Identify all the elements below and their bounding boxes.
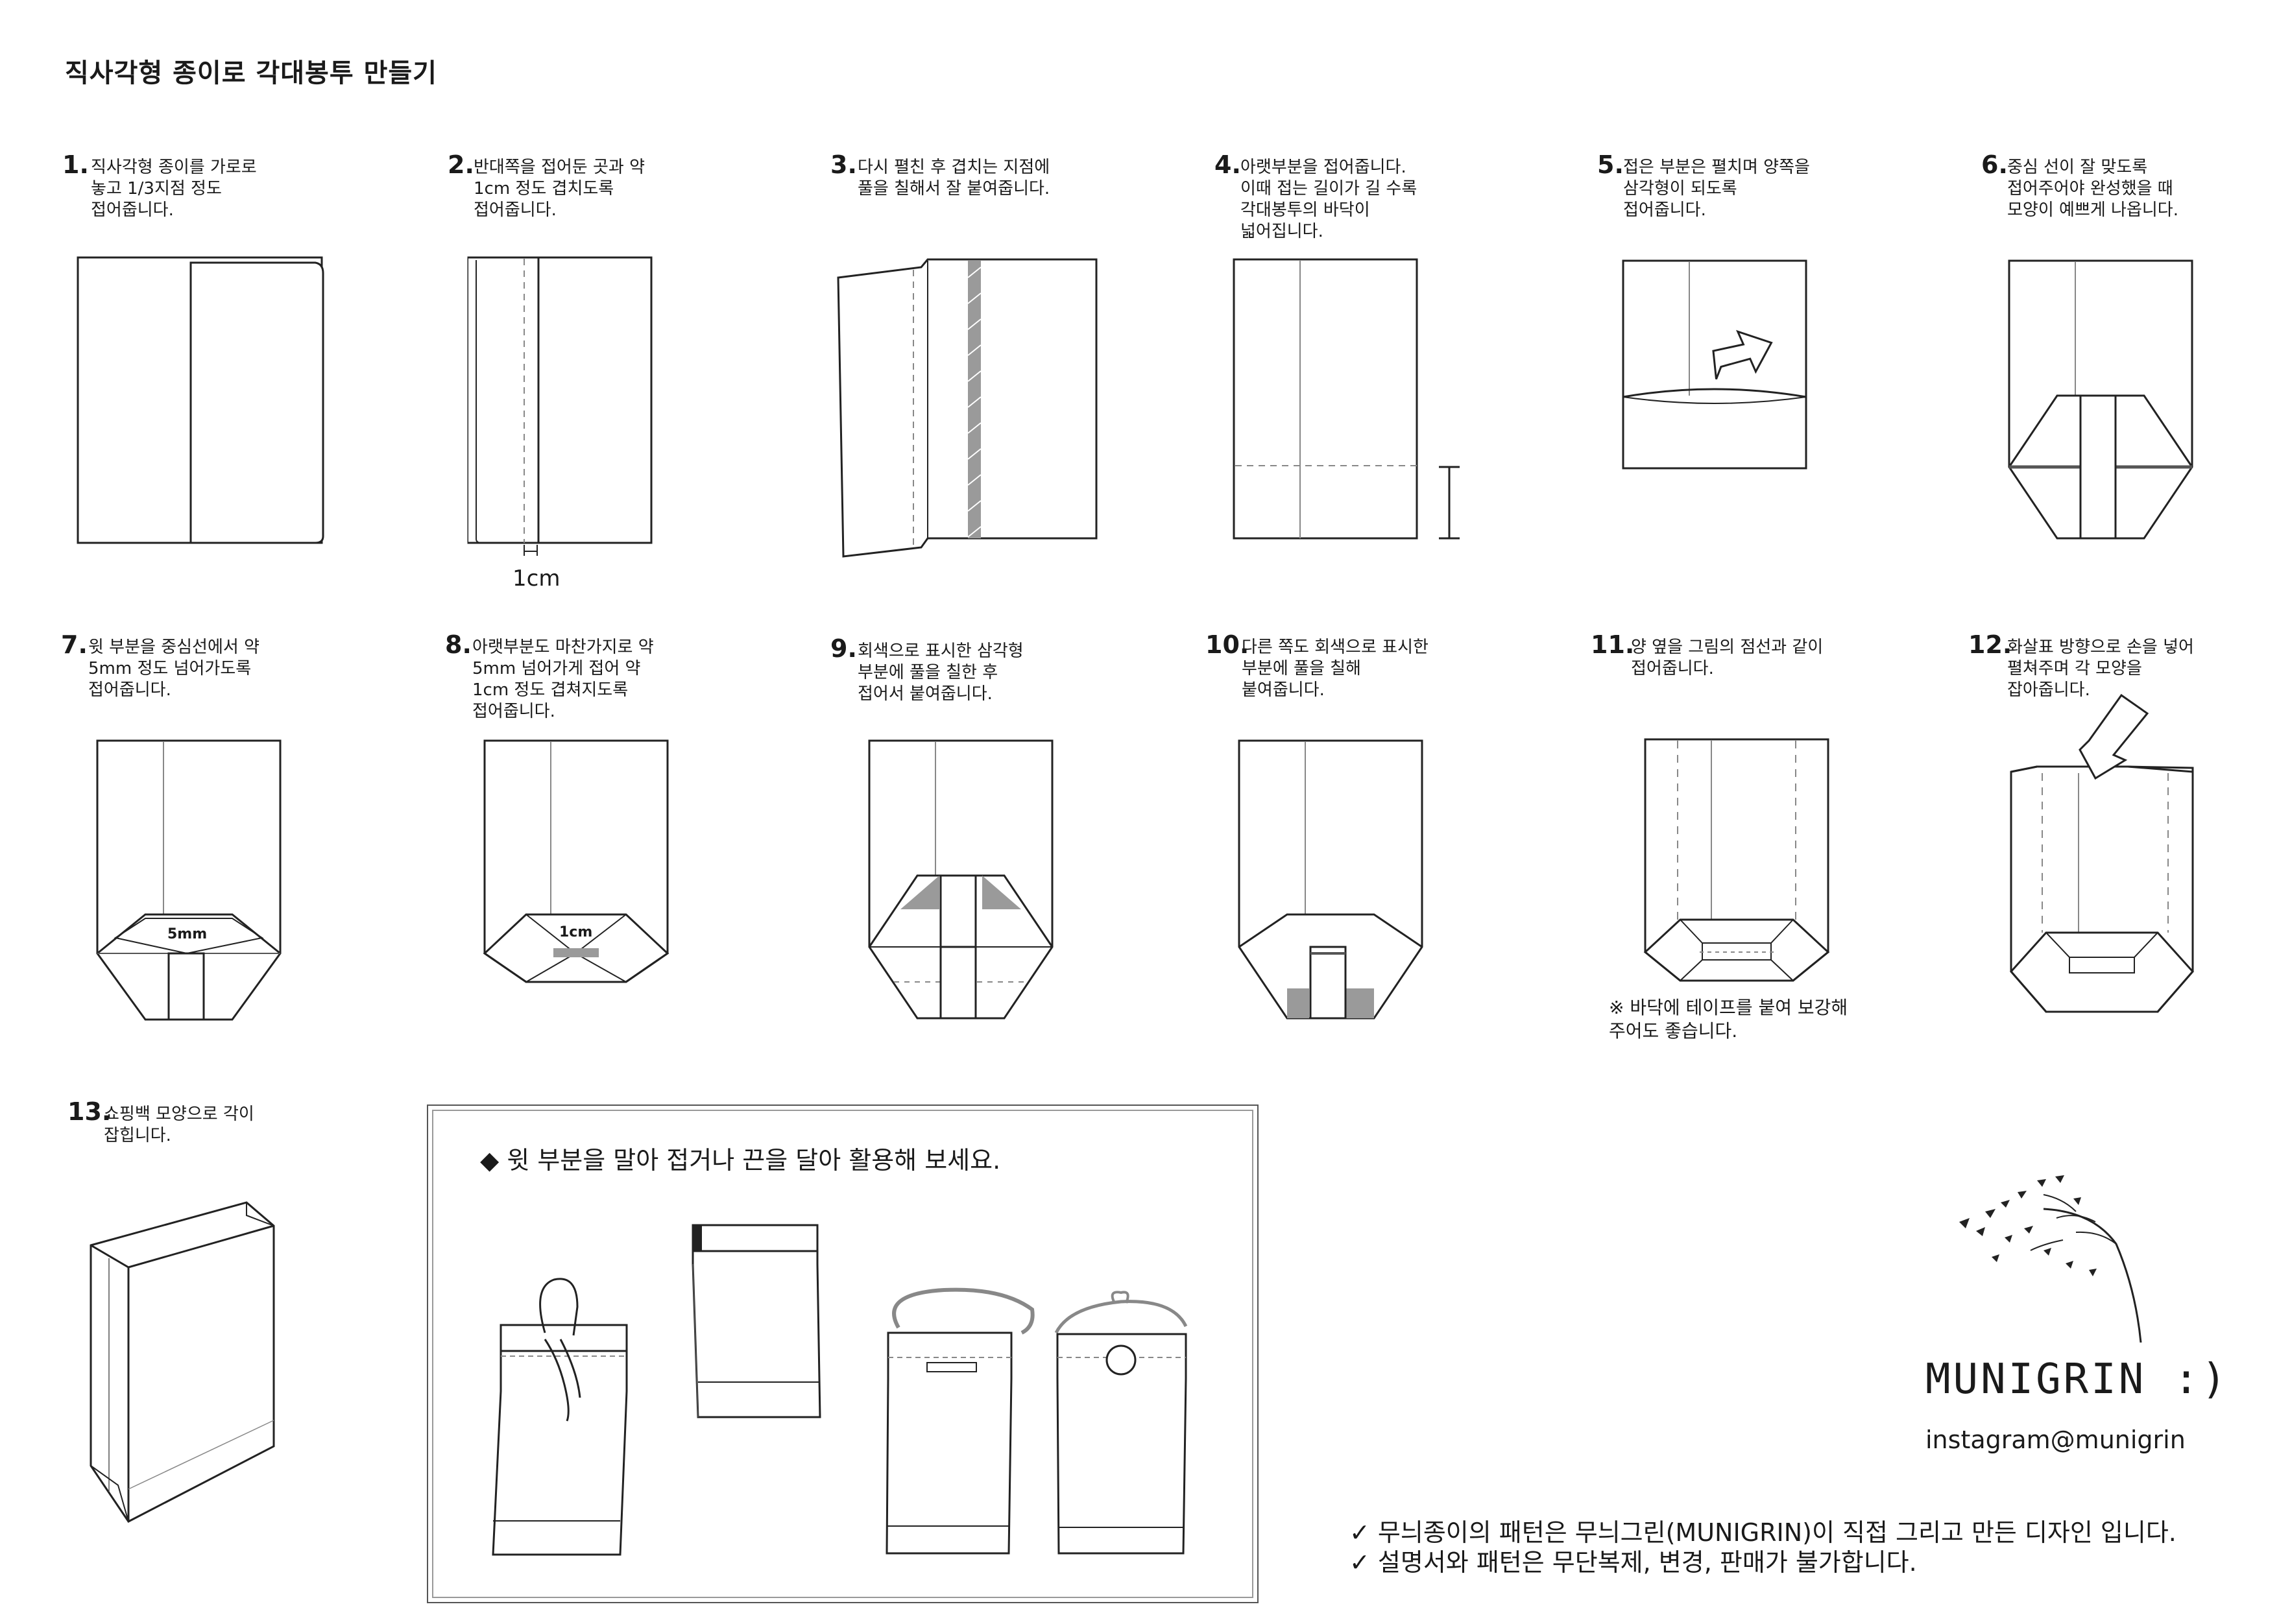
step-8-text: 아랫부분도 마찬가지로 약 5mm 넘어가게 접어 약 1cm 정도 겹쳐지도록…: [472, 638, 654, 721]
step-6-text: 중심 선이 잘 맞도록 접어주어야 완성했을 때 모양이 예쁘게 나옵니다.: [2007, 158, 2178, 220]
plant-logo-icon: [1959, 1175, 2160, 1348]
step-5-figure: [1622, 259, 1810, 473]
step-2-number: 2.: [448, 150, 474, 179]
five-mm-label: 5mm: [167, 926, 208, 942]
step-12-figure: [2005, 691, 2199, 1016]
step-9-text: 회색으로 표시한 삼각형 부분에 풀을 칠한 후 접어서 붙여줍니다.: [858, 641, 1024, 704]
step-2-text: 반대쪽을 접어둔 곳과 약 1cm 정도 겹치도록 접어줍니다.: [474, 158, 645, 220]
brand-name: MUNIGRIN :): [1925, 1355, 2229, 1403]
footer-line-1: ✓ 무늬종이의 패턴은 무늬그린(MUNIGRIN)이 직접 그리고 만든 디자…: [1349, 1518, 2177, 1547]
page-title: 직사각형 종이로 각대봉투 만들기: [65, 58, 437, 88]
step-13-figure: [90, 1200, 284, 1524]
step-12-number: 12.: [1968, 630, 2012, 659]
step-11-number: 11.: [1591, 630, 1635, 659]
one-cm-small-label: 1cm: [559, 924, 593, 940]
step-10-figure: [1238, 739, 1426, 1025]
step-2-figure: [467, 256, 655, 567]
step-5-text: 접은 부분은 펼치며 양쪽을 삼각형이 되도록 접어줍니다.: [1623, 158, 1810, 220]
step-1-text: 직사각형 종이를 가로로 놓고 1/3지점 정도 접어줍니다.: [91, 158, 257, 220]
step-11-note: ※ 바닥에 테이프를 붙여 보강해 주어도 좋습니다.: [1609, 997, 1848, 1042]
rolled-bag-illustration: [681, 1223, 824, 1424]
step-11-figure: [1644, 738, 1832, 985]
step-7-number: 7.: [61, 630, 88, 659]
step-9-figure: [868, 739, 1056, 1025]
step-7-text: 윗 부분을 중심선에서 약 5mm 정도 넘어가도록 접어줍니다.: [88, 638, 259, 700]
instagram-handle: instagram@munigrin: [1925, 1426, 2186, 1454]
step-3-text: 다시 펼친 후 겹치는 지점에 풀을 칠해서 잘 붙여줍니다.: [858, 158, 1050, 198]
tip-box: [427, 1105, 1259, 1603]
step-10-text: 다른 쪽도 회색으로 표시한 부분에 풀을 칠해 붙여줍니다.: [1242, 638, 1429, 700]
step-7-figure: [96, 739, 284, 1025]
bag-with-string-illustration: [487, 1274, 636, 1560]
step-4-figure: [1233, 258, 1466, 543]
step-3-figure: [837, 258, 1103, 560]
footer-line-2: ✓ 설명서와 패턴은 무단복제, 변경, 판매가 불가합니다.: [1349, 1548, 1917, 1577]
step-12-text: 화살표 방향으로 손을 넣어 펼쳐주며 각 모양을 잡아줍니다.: [2007, 638, 2194, 700]
one-cm-label: 1cm: [512, 566, 561, 591]
step-13-number: 13.: [67, 1097, 112, 1126]
step-4-text: 아랫부분을 접어줍니다. 이때 접는 길이가 길 수록 각대봉투의 바닥이 넓어…: [1240, 158, 1417, 241]
step-5-number: 5.: [1597, 150, 1624, 179]
bag-with-seal-illustration: [1050, 1287, 1199, 1560]
step-3-number: 3.: [830, 150, 857, 179]
bag-with-clip-illustration: [873, 1287, 1035, 1560]
step-13-text: 쇼핑백 모양으로 각이 잡힙니다.: [104, 1105, 254, 1145]
step-8-number: 8.: [445, 630, 472, 659]
step-6-number: 6.: [1981, 150, 2008, 179]
step-11-text: 양 옆을 그림의 점선과 같이 접어줍니다.: [1631, 638, 1824, 678]
step-1-figure: [77, 256, 327, 548]
step-4-number: 4.: [1214, 150, 1241, 179]
tip-text: ◆ 윗 부분을 말아 접거나 끈을 달아 활용해 보세요.: [480, 1146, 1001, 1175]
step-10-number: 10.: [1205, 630, 1249, 659]
step-8-figure: [483, 739, 671, 986]
step-6-figure: [2008, 259, 2196, 545]
step-1-number: 1.: [62, 150, 89, 179]
step-9-number: 9.: [830, 634, 857, 663]
